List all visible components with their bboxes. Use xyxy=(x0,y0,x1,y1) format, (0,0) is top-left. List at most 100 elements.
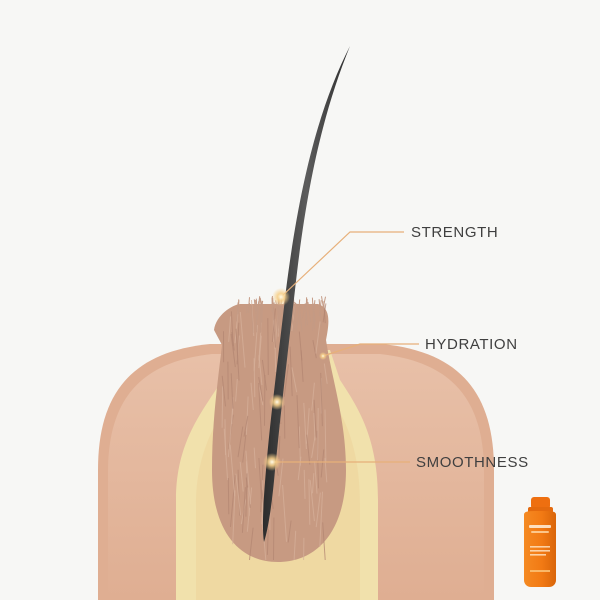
bulb-fiber xyxy=(229,444,236,497)
bulb-bristle xyxy=(255,298,258,312)
glow-point-strength xyxy=(272,288,290,306)
bulb-bristle xyxy=(272,304,275,307)
bulb-bristle xyxy=(272,297,276,332)
bulb-fiber xyxy=(245,473,248,517)
bulb-fiber xyxy=(315,492,321,528)
bulb-fiber xyxy=(282,484,287,542)
bulb-fiber xyxy=(300,350,304,382)
bulb-fiber xyxy=(313,412,316,441)
bulb-fiber xyxy=(298,426,301,466)
bulb-bristle xyxy=(247,297,250,312)
callout-line-strength xyxy=(280,231,404,298)
bulb-bristle xyxy=(321,296,325,310)
bulb-fiber xyxy=(258,383,263,441)
bulb-fiber xyxy=(231,332,235,351)
bulb-bristle xyxy=(260,300,264,306)
bulb-fiber xyxy=(227,408,234,458)
bulb-bristle xyxy=(293,297,296,331)
bulb-bristle xyxy=(256,296,261,320)
callout-label-strength: STRENGTH xyxy=(411,224,499,241)
bulb-fiber xyxy=(221,375,226,407)
bulb-fiber xyxy=(235,328,240,381)
bulb-fiber xyxy=(308,479,311,525)
bulb-fiber xyxy=(245,450,251,505)
bulb-fiber xyxy=(323,363,328,384)
bulb-fiber xyxy=(253,325,258,371)
bulb-fiber xyxy=(320,449,325,478)
bulb-bristle xyxy=(236,302,239,322)
bulb-bristle xyxy=(253,299,257,315)
glow-dot-hydration-edge xyxy=(319,352,327,360)
bulb-fiber xyxy=(267,318,269,376)
bulb-fiber xyxy=(228,316,232,342)
bulb-bristle xyxy=(301,304,306,319)
bulb-fiber xyxy=(324,409,327,463)
bulb-fiber xyxy=(241,487,246,533)
bulb-fiber xyxy=(261,499,264,525)
callout-line-hydration xyxy=(322,343,419,357)
bulb-fiber xyxy=(258,335,262,369)
bulb-fiber xyxy=(303,469,306,499)
bulb-bristle xyxy=(323,296,326,307)
bulb-bristle xyxy=(312,303,315,331)
bulb-fiber xyxy=(230,474,236,527)
bulb-bristle xyxy=(271,297,274,321)
bulb-fiber xyxy=(235,473,242,516)
bulb-fiber xyxy=(230,333,236,368)
bulb-fiber xyxy=(239,311,246,368)
callout-label-hydration: HYDRATION xyxy=(425,336,518,353)
bulb-fiber xyxy=(224,419,226,456)
bulb-bristle xyxy=(294,301,297,305)
glow-point-smoothness xyxy=(263,453,281,471)
bulb-fiber xyxy=(232,490,236,545)
bulb-fiber xyxy=(247,487,250,516)
bulb-fiber xyxy=(315,321,321,354)
bulb-bristle xyxy=(273,302,275,308)
bulb-fiber xyxy=(261,359,268,391)
glow-point-hydration xyxy=(269,394,285,410)
callout-label-smoothness: SMOOTHNESS xyxy=(416,454,529,471)
shampoo-bottle-icon xyxy=(524,497,556,587)
bulb-fiber xyxy=(278,436,281,460)
bulb-fiber xyxy=(314,461,318,494)
bulb-fiber xyxy=(312,473,315,494)
bulb-fiber xyxy=(317,407,319,461)
bulb-fiber xyxy=(296,395,300,449)
bulb-fiber xyxy=(258,457,262,500)
bulb-bristle xyxy=(294,303,298,332)
bulb-bristle xyxy=(305,297,308,327)
bulb-bristle xyxy=(296,299,301,326)
bulb-fiber xyxy=(313,399,317,438)
bulb-fiber xyxy=(237,426,244,458)
hair-bulb xyxy=(212,304,346,562)
bulb-fiber xyxy=(235,378,238,402)
bulb-bristle xyxy=(298,304,303,333)
hair-shaft xyxy=(262,46,350,542)
bulb-fiber xyxy=(245,396,249,435)
bulb-fiber xyxy=(278,458,284,497)
bulb-fiber xyxy=(283,364,289,397)
bulb-fiber xyxy=(227,477,230,515)
bulb-bristle xyxy=(299,303,303,310)
bulb-fiber xyxy=(293,530,297,561)
bulb-bristle xyxy=(318,299,322,327)
bulb-fiber xyxy=(303,402,307,450)
bulb-fiber xyxy=(242,431,247,463)
bulb-bristle xyxy=(307,302,312,323)
bulb-fiber xyxy=(322,522,326,561)
bulb-fiber xyxy=(312,340,317,359)
bulb-fiber xyxy=(221,386,224,428)
bulb-fiber xyxy=(258,376,264,402)
bulb-fiber xyxy=(239,461,244,492)
bulb-bristle xyxy=(250,305,254,333)
bulb-fiber xyxy=(249,527,254,561)
bulb-fiber xyxy=(309,480,315,522)
bulb-fiber xyxy=(291,367,298,393)
bulb-fiber xyxy=(311,436,316,458)
bulb-bristle xyxy=(255,299,257,333)
bulb-bristle xyxy=(237,299,240,315)
bulb-fiber xyxy=(306,434,311,465)
bulb-fiber xyxy=(250,382,254,411)
bulb-fiber xyxy=(287,520,292,543)
bulb-fiber xyxy=(289,346,293,397)
